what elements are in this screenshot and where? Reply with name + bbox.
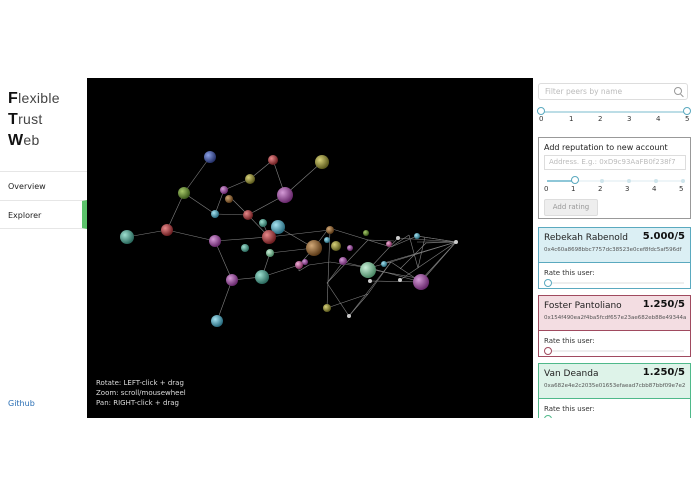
peer-node xyxy=(414,233,420,239)
peer-address: 0xa682e4e2c2035e01653efaead7cbb87bbf09e7… xyxy=(544,383,686,389)
peer-name: Rebekah Rabenold xyxy=(544,233,629,243)
slider-step xyxy=(600,179,604,183)
peer-node xyxy=(302,259,308,265)
peer-node xyxy=(161,224,173,236)
peer-node xyxy=(259,219,267,227)
peer-node xyxy=(324,237,330,243)
rate-track xyxy=(552,350,684,352)
peer-score: 5.000/5 xyxy=(642,231,685,242)
rate-handle[interactable] xyxy=(544,279,552,287)
add-reputation-title: Add reputation to new account xyxy=(544,143,668,152)
add-rating-button[interactable]: Add rating xyxy=(544,199,598,216)
peer-node xyxy=(268,155,278,165)
peer-node xyxy=(396,236,400,240)
search-icon[interactable] xyxy=(674,87,682,95)
tick-label: 1 xyxy=(569,115,574,123)
nav-explorer[interactable]: Explorer xyxy=(0,200,87,229)
peer-node xyxy=(241,244,249,252)
peer-node xyxy=(120,230,134,244)
peer-node xyxy=(381,261,387,267)
peer-node xyxy=(398,278,402,282)
address-input[interactable]: Address. E.g.: 0xD9c93AaFB0f238f7 xyxy=(544,155,686,170)
peer-card[interactable]: Rebekah Rabenold 5.000/5 0x4c60a8698bbc7… xyxy=(538,227,691,289)
slider-step xyxy=(681,179,685,183)
rate-track xyxy=(552,282,684,284)
peer-node xyxy=(339,257,347,265)
peer-node xyxy=(225,195,233,203)
peer-name: Van Deanda xyxy=(544,369,599,379)
peer-node xyxy=(323,304,331,312)
slider-step xyxy=(654,179,658,183)
rate-label: Rate this user: xyxy=(544,269,595,277)
tick-label: 3 xyxy=(627,115,632,123)
peer-name: Foster Pantoliano xyxy=(544,301,622,311)
tick-label: 4 xyxy=(656,115,661,123)
controls-help: Rotate: LEFT-click + drag Zoom: scroll/m… xyxy=(96,378,186,408)
peer-score: 1.250/5 xyxy=(642,299,685,310)
slider-min-handle[interactable] xyxy=(537,107,545,115)
slider-step xyxy=(627,179,631,183)
slider-max-handle[interactable] xyxy=(683,107,691,115)
graph-edges xyxy=(126,156,457,322)
peer-node xyxy=(226,274,238,286)
peer-score: 1.250/5 xyxy=(642,367,685,378)
trust-graph[interactable] xyxy=(87,78,533,418)
peer-node xyxy=(266,249,274,257)
slider-track xyxy=(541,111,687,113)
logo: Flexible Trust Web xyxy=(8,90,60,149)
rate-label: Rate this user: xyxy=(544,337,595,345)
peer-node xyxy=(178,187,190,199)
peer-node xyxy=(315,155,329,169)
peer-node xyxy=(262,230,276,244)
rate-handle[interactable] xyxy=(544,415,552,418)
graph-nodes xyxy=(120,151,458,327)
rate-handle[interactable] xyxy=(544,347,552,355)
peer-node xyxy=(277,187,293,203)
peer-node xyxy=(454,240,458,244)
peer-node xyxy=(271,220,285,234)
peer-node xyxy=(204,151,216,163)
help-pan: Pan: RIGHT-click + drag xyxy=(96,399,180,407)
peer-node xyxy=(245,174,255,184)
peer-node xyxy=(243,210,253,220)
tick-label: 0 xyxy=(539,115,544,123)
peer-address: 0x4c60a8698bbc7757dc38523e0cef8fdc5af596… xyxy=(544,247,682,253)
peer-node xyxy=(211,315,223,327)
peer-node xyxy=(347,314,351,318)
help-rotate: Rotate: LEFT-click + drag xyxy=(96,379,184,387)
peer-address: 0x154f490ea2f4ba5fcdf657e23ae682eb88e493… xyxy=(544,315,687,321)
peer-node xyxy=(306,240,322,256)
peer-node xyxy=(209,235,221,247)
peer-node xyxy=(360,262,376,278)
peer-node xyxy=(413,274,429,290)
tick-label: 5 xyxy=(685,115,690,123)
peer-node xyxy=(363,230,369,236)
peer-node xyxy=(331,241,341,251)
slider-fill xyxy=(547,180,575,182)
peer-node xyxy=(368,279,372,283)
new-rating-slider[interactable] xyxy=(547,175,685,187)
peer-search-input[interactable]: Filter peers by name xyxy=(538,83,688,100)
rate-label: Rate this user: xyxy=(544,405,595,413)
peer-node xyxy=(386,241,392,247)
peer-node xyxy=(326,226,334,234)
rating-handle[interactable] xyxy=(571,176,579,184)
help-zoom: Zoom: scroll/mousewheel xyxy=(96,389,186,397)
reputation-filter-slider[interactable] xyxy=(537,106,691,118)
tick-label: 2 xyxy=(598,115,603,123)
graph-viewport[interactable]: Rotate: LEFT-click + drag Zoom: scroll/m… xyxy=(87,78,533,418)
sidebar: Flexible Trust Web Overview Explorer Git… xyxy=(0,78,87,418)
peer-node xyxy=(211,210,219,218)
nav-overview[interactable]: Overview xyxy=(0,171,87,200)
search-placeholder: Filter peers by name xyxy=(545,87,623,96)
peer-card[interactable]: Foster Pantoliano 1.250/5 0x154f490ea2f4… xyxy=(538,295,691,357)
peer-node xyxy=(220,186,228,194)
peer-card[interactable]: Van Deanda 1.250/5 0xa682e4e2c2035e01653… xyxy=(538,363,691,418)
peer-node xyxy=(255,270,269,284)
peer-node xyxy=(347,245,353,251)
peers-panel: Filter peers by name 0 1 2 3 4 5 Add rep… xyxy=(533,78,695,418)
add-reputation-form: Add reputation to new account Address. E… xyxy=(538,137,691,219)
peer-node xyxy=(295,261,303,269)
github-link[interactable]: Github xyxy=(8,399,35,408)
